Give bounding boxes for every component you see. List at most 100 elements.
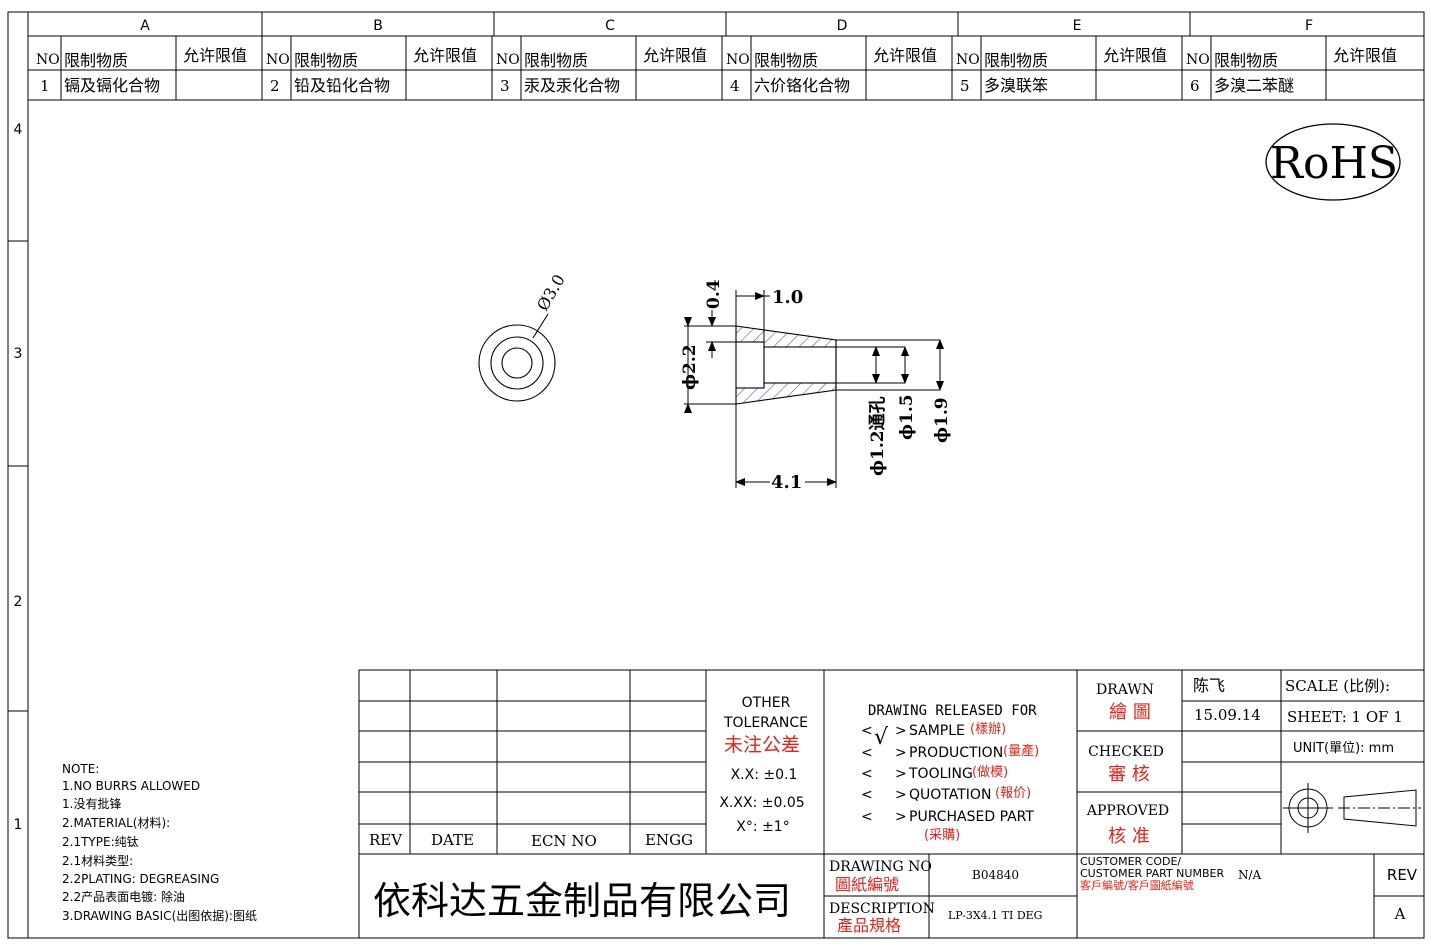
- sheet-label: SHEET: 1 OF 1: [1287, 708, 1403, 726]
- tolerance-title-cn: 未注公差: [724, 734, 800, 756]
- svg-text:<: <: [861, 787, 873, 803]
- rohs-substance-table: NO 限制物质 允许限值 NO 限制物质 允许限值 NO 限制物质 允许限值 N…: [28, 36, 1424, 101]
- description-value: LP-3X4.1 TI DEG: [948, 909, 1042, 922]
- table-header-no: NO: [956, 52, 980, 68]
- drawn-label: DRAWN: [1096, 682, 1154, 698]
- table-header-limit: 允许限值: [413, 46, 477, 65]
- table-cell-substance: 六价铬化合物: [754, 76, 850, 95]
- description-label: DESCRIPTION: [829, 901, 935, 917]
- tolerance-angle: X°: ±1°: [736, 819, 789, 835]
- table-cell-no: 2: [270, 77, 280, 95]
- release-item-quotation: QUOTATION: [909, 787, 991, 803]
- tolerance-title-2: TOLERANCE: [723, 715, 808, 731]
- rev-header: REV: [369, 831, 403, 849]
- note-line: NOTE:: [62, 762, 99, 776]
- note-line: 2.MATERIAL(材料):: [62, 816, 170, 830]
- date-header: DATE: [431, 831, 474, 849]
- table-header-limit: 允许限值: [1103, 46, 1167, 65]
- customer-label-1: CUSTOMER CODE/: [1080, 855, 1181, 868]
- table-header-limit: 允许限值: [183, 46, 247, 65]
- zone-label-3: 3: [14, 346, 23, 362]
- svg-text:>: >: [895, 745, 907, 761]
- customer-value: N/A: [1238, 868, 1262, 882]
- dim-depth-0-4: 0.4: [704, 279, 724, 309]
- scale-label: SCALE (比例):: [1285, 677, 1390, 695]
- svg-text:RoHS: RoHS: [1270, 138, 1398, 189]
- release-item-purchased-cn: (采購): [924, 828, 960, 843]
- ecn-header: ECN NO: [531, 832, 597, 850]
- note-line: 1.NO BURRS ALLOWED: [62, 779, 200, 793]
- release-bracket-close: >: [895, 723, 907, 739]
- customer-block: CUSTOMER CODE/ CUSTOMER PART NUMBER 客戶編號…: [1080, 855, 1262, 892]
- release-block: DRAWING RELEASED FOR < √ > SAMPLE (樣辦) <…: [861, 703, 1039, 843]
- approved-label-cn: 核 准: [1108, 826, 1150, 847]
- note-line: 2.2产品表面电镀: 除油: [62, 889, 185, 904]
- front-diameter-label: Ø3.0: [533, 271, 569, 314]
- zone-label-1: 1: [14, 817, 23, 833]
- checked-label: CHECKED: [1088, 744, 1164, 760]
- zone-label-f: F: [1305, 18, 1313, 34]
- release-item-tooling: TOOLING: [908, 766, 973, 782]
- table-cell-no: 1: [40, 77, 50, 95]
- description-block: DESCRIPTION 產品規格 LP-3X4.1 TI DEG: [829, 901, 1042, 935]
- note-line: 1.没有批锋: [62, 796, 121, 811]
- dim-length-4-1: 4.1: [771, 472, 802, 493]
- release-item-production-cn: (量產): [1003, 743, 1039, 759]
- tolerance-xx: X.X: ±0.1: [731, 767, 798, 783]
- note-line: 2.1材料类型:: [62, 854, 133, 868]
- release-check-mark: √: [874, 725, 889, 750]
- zone-label-d: D: [837, 18, 848, 34]
- approval-block: DRAWN 繪 圖 CHECKED 審 核 APPROVED 核 准: [1086, 682, 1169, 847]
- table-cell-no: 3: [500, 77, 510, 95]
- drawn-by: 陈飞: [1193, 676, 1225, 695]
- rohs-logo: RoHS: [1265, 123, 1401, 201]
- dim-length-1-0: 1.0: [772, 287, 803, 308]
- table-header-no: NO: [726, 52, 750, 68]
- note-line: 2.2PLATING: DEGREASING: [62, 872, 219, 886]
- zone-label-c: C: [605, 18, 615, 34]
- table-cell-substance: 铅及铅化合物: [294, 76, 390, 95]
- dim-diameter-1-9: ϕ1.9: [932, 397, 952, 443]
- drawing-no-label-cn: 圖紙編號: [835, 875, 899, 894]
- table-header-substance: 限制物质: [754, 51, 818, 70]
- table-header-limit: 允许限值: [873, 46, 937, 65]
- approved-label: APPROVED: [1086, 803, 1169, 819]
- dimension-labels: 1.0 0.4 ϕ2.2 ϕ1.2通孔 ϕ1.5 ϕ1.9 4.1: [680, 279, 952, 493]
- zone-row-labels: 4 3 2 1: [14, 122, 23, 833]
- zone-label-a: A: [140, 18, 150, 34]
- table-header-substance: 限制物质: [524, 51, 588, 70]
- drawing-no-label: DRAWING NO: [829, 859, 932, 875]
- table-cell-no: 6: [1190, 77, 1200, 95]
- table-header-substance: 限制物质: [294, 51, 358, 70]
- dim-diameter-2-2: ϕ2.2: [680, 344, 700, 390]
- release-item-quotation-cn: (報价): [995, 786, 1031, 801]
- front-view: [478, 313, 556, 402]
- tolerance-title-1: OTHER: [742, 695, 791, 711]
- scale-block: SCALE (比例): SHEET: 1 OF 1 UNIT(單位): mm: [1285, 677, 1403, 756]
- svg-text:<: <: [861, 745, 873, 761]
- svg-text:<: <: [861, 766, 873, 782]
- drawing-no-value: B04840: [972, 868, 1019, 882]
- table-header-no: NO: [1186, 52, 1210, 68]
- customer-label-cn: 客戶編號/客戶圖紙編號: [1080, 878, 1194, 892]
- section-view: [735, 325, 940, 405]
- table-header-no: NO: [496, 52, 520, 68]
- svg-text:>: >: [895, 787, 907, 803]
- release-item-tooling-cn: (做模): [972, 765, 1008, 780]
- table-cell-substance: 多溴联笨: [984, 76, 1048, 95]
- svg-text:<: <: [861, 809, 873, 825]
- unit-label: UNIT(單位): mm: [1293, 741, 1394, 756]
- release-item-sample: SAMPLE: [909, 723, 965, 739]
- sheet-frame: [7, 11, 1425, 939]
- title-block: [358, 669, 1425, 939]
- release-item-purchased: PURCHASED PART: [909, 809, 1034, 825]
- table-header-substance: 限制物质: [984, 51, 1048, 70]
- checked-label-cn: 審 核: [1108, 764, 1150, 785]
- rev-block: REV A: [1387, 866, 1418, 923]
- notes: NOTE: 1.NO BURRS ALLOWED 1.没有批锋 2.MATERI…: [62, 762, 257, 923]
- release-bracket-open: <: [861, 723, 873, 739]
- projection-symbol: [1283, 783, 1421, 833]
- table-cell-no: 5: [960, 77, 970, 95]
- svg-text:>: >: [895, 766, 907, 782]
